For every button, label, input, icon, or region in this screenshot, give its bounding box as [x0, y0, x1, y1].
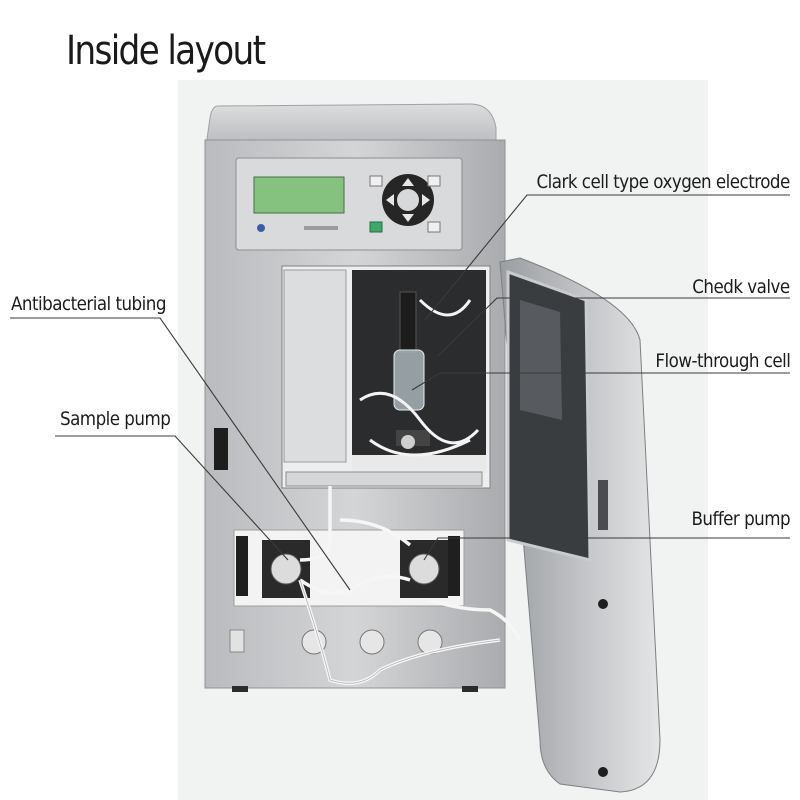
door-window-glare [520, 300, 562, 420]
brand-logo-icon [257, 224, 265, 232]
nav-down-arrow-icon [402, 214, 414, 222]
label-flow-cell: Flow-through cell [654, 350, 791, 372]
buffer-pump-rotor [408, 553, 440, 585]
compartment-shelf [285, 471, 483, 487]
valve-knob-2 [359, 629, 385, 655]
lcd-screen [253, 176, 345, 214]
label-oxygen-electrode: Clark cell type oxygen electrode [536, 171, 791, 193]
label-buffer-pump: Buffer pump [691, 508, 790, 530]
sample-pump-rotor [270, 553, 302, 585]
foot-left [232, 686, 248, 692]
nav-left-arrow-icon [386, 194, 394, 206]
inner-left-panel [283, 269, 347, 463]
label-antibacterial-tubing: Antibacterial tubing [11, 293, 166, 315]
door-hinge-top [598, 599, 608, 609]
key-top-right [427, 175, 441, 187]
nav-up-arrow-icon [402, 178, 414, 186]
tubing-outline [299, 579, 501, 684]
label-check-valve: Chedk valve [692, 276, 791, 298]
door-hinge-bottom [598, 767, 608, 777]
model-text-mark [304, 226, 338, 230]
side-connector [229, 629, 245, 653]
key-top-left [369, 175, 383, 187]
door-handle [598, 480, 608, 530]
key-bottom-right [427, 221, 441, 233]
foot-right [462, 686, 478, 692]
power-switch [214, 428, 228, 470]
nav-center-button [397, 189, 419, 211]
cell-fitting [401, 435, 415, 449]
flow-through-cell [393, 349, 425, 411]
key-bottom-left [369, 221, 383, 233]
label-sample-pump: Sample pump [60, 408, 171, 430]
page-title: Inside layout [66, 28, 266, 74]
pump-bracket-left [236, 536, 248, 596]
oxygen-electrode-body [399, 291, 417, 353]
chamber-floor [352, 455, 486, 473]
pump-bracket-right [448, 536, 460, 596]
